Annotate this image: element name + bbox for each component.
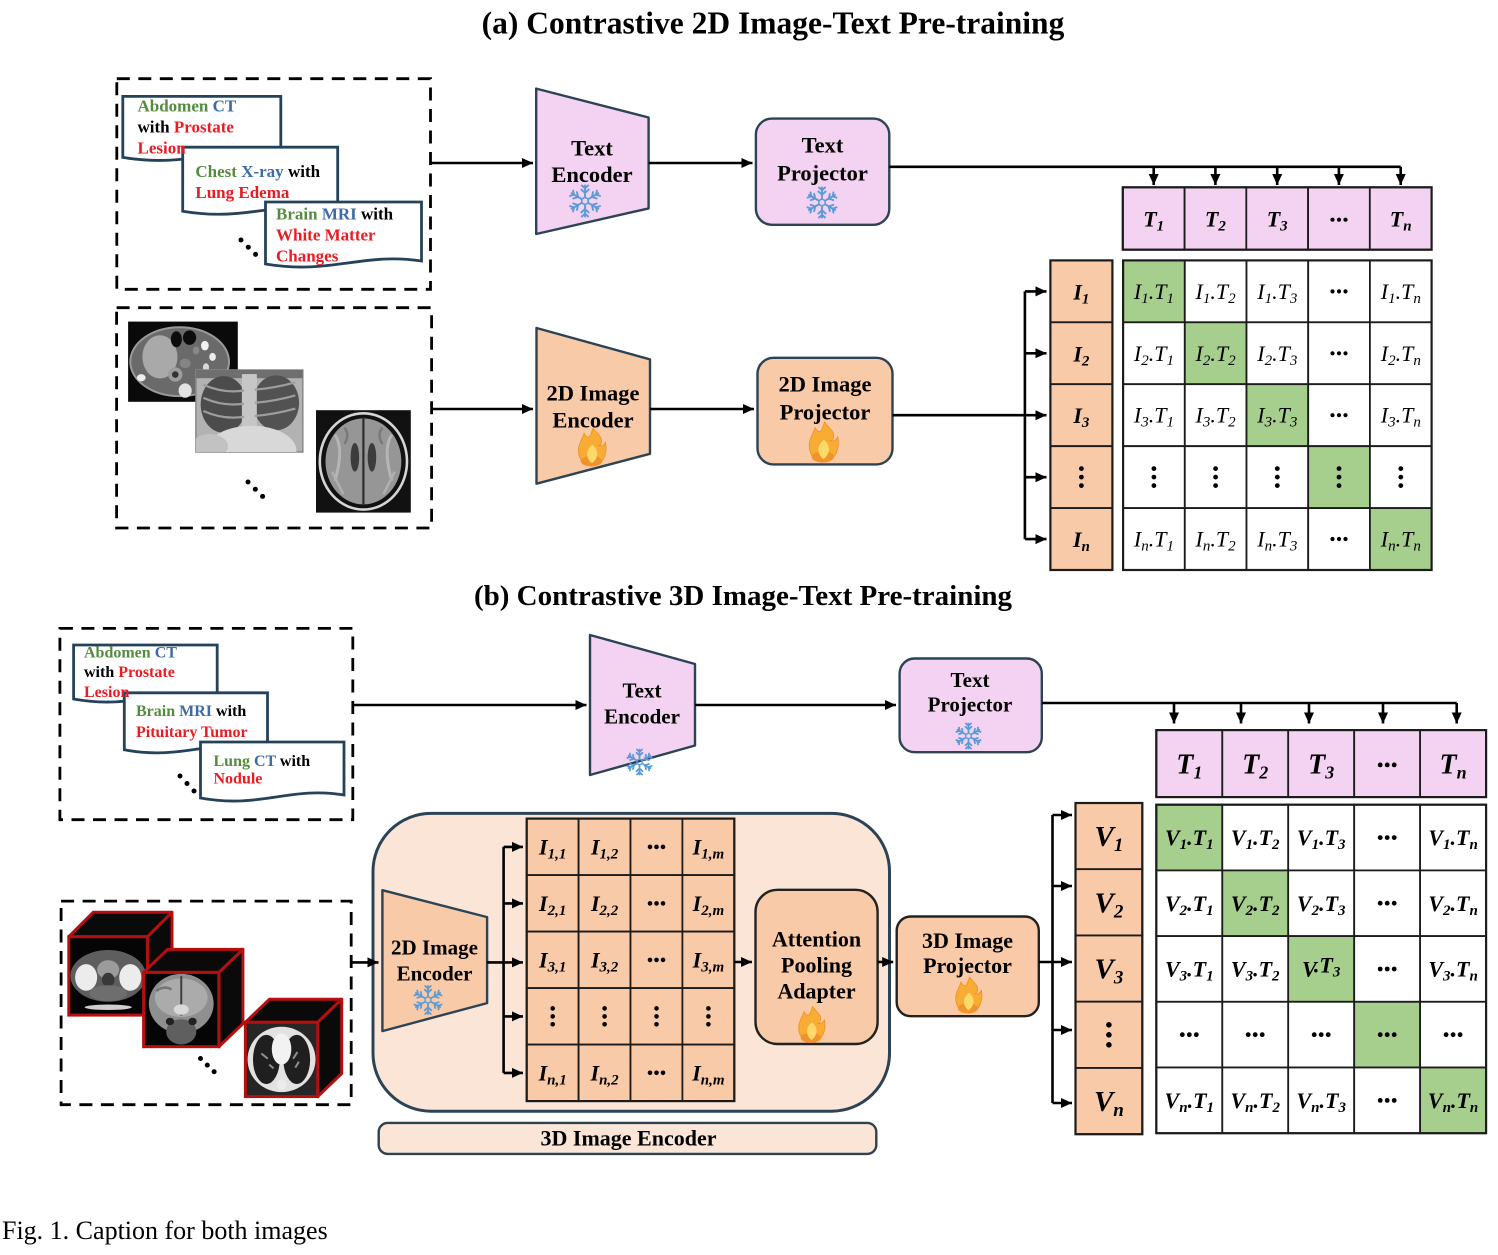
- svg-text:Chest X-ray with: Chest X-ray with: [195, 162, 320, 181]
- svg-text:Vn.Tn: Vn.Tn: [1428, 1088, 1478, 1116]
- svg-text:I1,m: I1,m: [692, 834, 724, 862]
- svg-text:Projector: Projector: [923, 953, 1012, 978]
- svg-text:I1.Tn: I1.Tn: [1380, 279, 1421, 307]
- svg-text:Lesion: Lesion: [84, 684, 129, 701]
- svg-text:T2: T2: [1242, 750, 1268, 783]
- svg-text:V1.T3: V1.T3: [1297, 825, 1346, 853]
- svg-text:Lesion: Lesion: [138, 139, 187, 158]
- svg-text:2D Image: 2D Image: [546, 381, 639, 406]
- svg-text:with Prostate: with Prostate: [84, 664, 175, 681]
- svg-text:Abdomen CT: Abdomen CT: [84, 645, 177, 662]
- svg-text:V3.T2: V3.T2: [1231, 957, 1280, 985]
- svg-text:Changes: Changes: [276, 247, 339, 266]
- svg-text:Lung Edema: Lung Edema: [195, 183, 289, 202]
- svg-text:2D Image: 2D Image: [778, 372, 871, 397]
- svg-text:V1.T2: V1.T2: [1231, 825, 1280, 853]
- svg-text:Vn: Vn: [1094, 1086, 1124, 1121]
- svg-text:Fig. 1. Caption for both imag: Fig. 1. Caption for both images: [2, 1216, 328, 1245]
- svg-text:Pooling: Pooling: [781, 953, 852, 978]
- svg-text:Text: Text: [802, 133, 844, 158]
- svg-text:Vn.T1: Vn.T1: [1165, 1088, 1214, 1116]
- svg-text:Projector: Projector: [777, 161, 868, 186]
- svg-text:with Prostate: with Prostate: [138, 118, 235, 137]
- svg-text:Vn.T3: Vn.T3: [1296, 1088, 1346, 1116]
- svg-text:V2.T3: V2.T3: [1297, 891, 1346, 919]
- svg-text:V1.T1: V1.T1: [1165, 825, 1214, 853]
- svg-text:(a) Contrastive 2D Image-Text: (a) Contrastive 2D Image-Text Pre-traini…: [482, 6, 1065, 41]
- svg-text:3D Image Encoder: 3D Image Encoder: [541, 1126, 717, 1151]
- svg-text:Encoder: Encoder: [604, 705, 680, 729]
- svg-text:Abdomen CT: Abdomen CT: [138, 97, 237, 116]
- svg-text:Projector: Projector: [928, 693, 1013, 717]
- svg-text:Brain MRI with: Brain MRI with: [276, 205, 394, 224]
- svg-text:Projector: Projector: [780, 400, 871, 425]
- svg-text:Vn.T2: Vn.T2: [1230, 1088, 1280, 1116]
- svg-text:I3.T2: I3.T2: [1195, 403, 1237, 431]
- svg-text:2D Image: 2D Image: [391, 936, 478, 960]
- svg-text:Pituitary Tumor: Pituitary Tumor: [136, 724, 248, 741]
- svg-text:Adapter: Adapter: [777, 979, 855, 1004]
- svg-text:(b) Contrastive 3D Image-Text: (b) Contrastive 3D Image-Text Pre-traini…: [474, 580, 1013, 612]
- svg-text:Lung CT with: Lung CT with: [214, 753, 311, 770]
- svg-text:V3.T1: V3.T1: [1165, 957, 1214, 985]
- svg-text:V2.T1: V2.T1: [1165, 891, 1214, 919]
- svg-text:Brain MRI with: Brain MRI with: [136, 703, 246, 720]
- svg-text:V2.T2: V2.T2: [1231, 891, 1280, 919]
- svg-text:Nodule: Nodule: [214, 771, 263, 788]
- svg-text:Text: Text: [623, 679, 662, 703]
- svg-text:Encoder: Encoder: [397, 962, 473, 986]
- svg-text:Text: Text: [951, 668, 990, 692]
- svg-text:3D Image: 3D Image: [922, 928, 1013, 953]
- svg-text:Text: Text: [571, 136, 613, 161]
- svg-text:Attention: Attention: [772, 927, 861, 952]
- svg-text:I3.T1: I3.T1: [1133, 403, 1174, 431]
- svg-text:Encoder: Encoder: [551, 162, 632, 187]
- svg-text:White Matter: White Matter: [276, 226, 376, 245]
